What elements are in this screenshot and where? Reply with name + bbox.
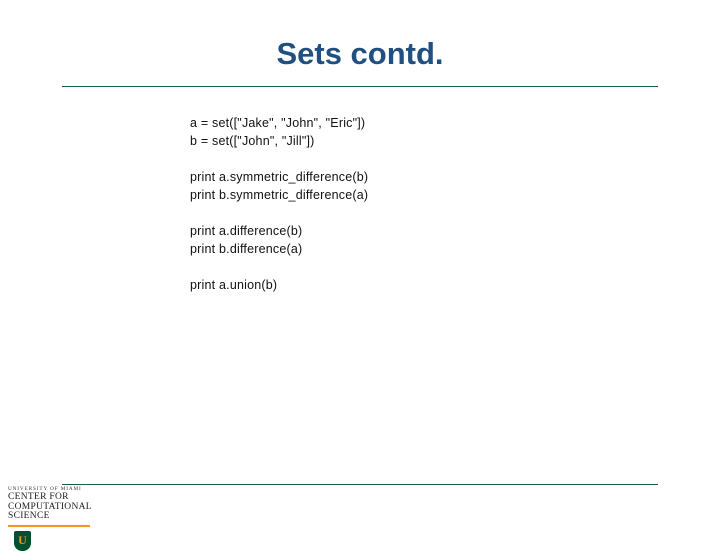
code-group: a = set(["Jake", "John", "Eric"]) b = se… [190,114,630,150]
logo-title: Center for Computational Science [8,492,126,522]
code-line: print a.difference(b) [190,224,303,238]
code-line: print b.symmetric_difference(a) [190,188,369,202]
logo-line-1: Center for [8,492,69,502]
logo-line-2: Computational [8,501,92,512]
code-line: b = set(["John", "Jill"]) [190,134,315,148]
code-group: print a.symmetric_difference(b) print b.… [190,168,630,204]
code-block: a = set(["Jake", "John", "Eric"]) b = se… [190,114,630,294]
footer-divider [62,484,658,485]
code-line: print b.difference(a) [190,242,303,256]
code-group: print a.union(b) [190,276,630,294]
ccs-logo: University of Miami Center for Computati… [6,486,126,551]
code-line: print a.union(b) [190,278,278,292]
logo-accent-bar [8,524,90,527]
logo-university-text: University of Miami [8,486,82,492]
logo-u-mark-icon [14,530,31,551]
code-group: print a.difference(b) print b.difference… [190,222,630,258]
title-divider [62,86,658,87]
page-title: Sets contd. [276,36,444,71]
code-line: a = set(["Jake", "John", "Eric"]) [190,116,366,130]
code-line: print a.symmetric_difference(b) [190,170,369,184]
logo-line-3: Science [8,511,50,521]
